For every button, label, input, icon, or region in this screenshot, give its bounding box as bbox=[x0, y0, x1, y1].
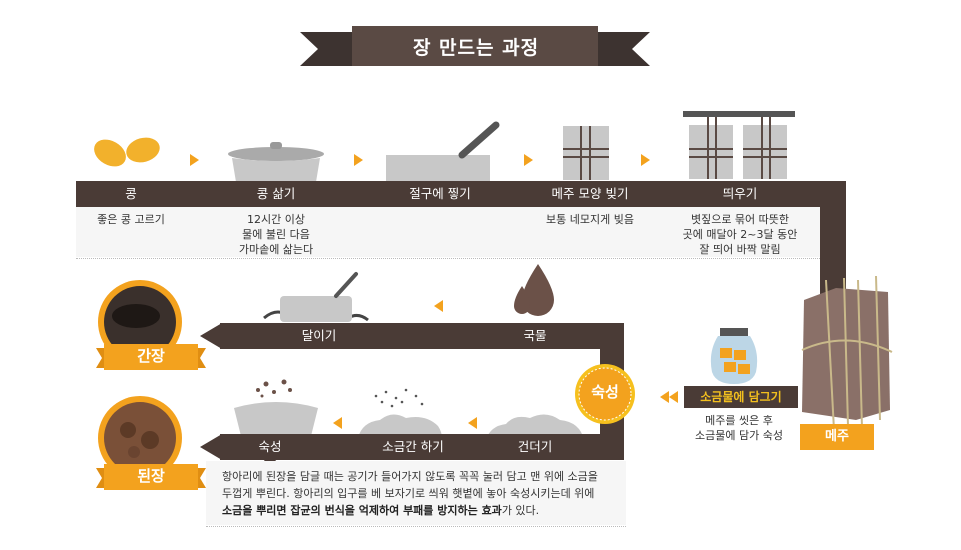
label-ribbon bbox=[96, 344, 206, 370]
band-arrow-head bbox=[200, 434, 222, 460]
beans-icon bbox=[94, 137, 160, 167]
step-label-ferment: 띄우기 bbox=[722, 186, 758, 201]
arrow-right-icon bbox=[641, 154, 650, 166]
label-ribbon bbox=[96, 464, 206, 490]
row1-desc-panel bbox=[76, 207, 820, 257]
step-label-solids: 건더기 bbox=[517, 439, 553, 454]
ripening-badge-label: 숙성 bbox=[591, 383, 619, 401]
jar-with-salt-icon bbox=[234, 379, 318, 440]
soybean-paste-label: 된장 bbox=[137, 467, 165, 485]
meju-block-icon bbox=[563, 126, 609, 180]
arrow-right-icon bbox=[190, 154, 199, 166]
step-desc: 보통 네모지게 빚음 bbox=[546, 213, 634, 226]
step-label-liquid: 국물 bbox=[523, 328, 547, 343]
arrow-right-icon bbox=[354, 154, 363, 166]
soy-sauce-label: 간장 bbox=[137, 347, 165, 365]
step-label-bean: 콩 bbox=[125, 186, 137, 201]
jar-icon bbox=[710, 328, 758, 384]
boiling-pot-icon bbox=[263, 272, 369, 322]
divider bbox=[76, 258, 820, 259]
salt-water-step-label: 소금물에 담그기 bbox=[684, 386, 798, 408]
note-panel bbox=[206, 461, 626, 525]
step-label-boil: 콩 삶기 bbox=[256, 186, 296, 201]
process-band-row3 bbox=[220, 434, 624, 460]
process-band-connector bbox=[820, 181, 846, 306]
step-label-ripen: 숙성 bbox=[258, 439, 282, 454]
double-arrow-left-icon bbox=[660, 389, 680, 405]
arrow-left-icon bbox=[333, 417, 342, 429]
title-ribbon bbox=[300, 26, 650, 66]
page-title: 장 만드는 과정 bbox=[412, 36, 540, 59]
step-label-shape: 메주 모양 빚기 bbox=[551, 186, 629, 201]
salted-mash-icon bbox=[358, 388, 442, 438]
process-band-row2 bbox=[220, 323, 624, 349]
meju-image bbox=[801, 275, 893, 430]
solids-icon bbox=[486, 414, 584, 440]
step-label-salting: 소금간 하기 bbox=[382, 439, 444, 454]
mortar-pestle-icon bbox=[386, 121, 500, 183]
soy-sauce-image bbox=[98, 280, 182, 364]
pot-icon bbox=[228, 142, 324, 182]
note-text: 항아리에 된장을 담글 때는 공기가 들어가지 않도록 꼭꼭 눌러 담고 맨 위… bbox=[222, 470, 598, 517]
soybean-paste-image bbox=[98, 396, 182, 480]
step-label-simmer: 달이기 bbox=[301, 328, 337, 343]
step-label-pound: 절구에 찧기 bbox=[409, 186, 471, 201]
meju-label: 메주 bbox=[800, 424, 874, 450]
liquid-drops-icon bbox=[514, 264, 554, 316]
process-band-row1 bbox=[76, 181, 846, 207]
band-arrow-head bbox=[200, 323, 222, 349]
ripening-badge bbox=[575, 364, 635, 424]
arrow-right-icon bbox=[524, 154, 533, 166]
hanging-meju-icon bbox=[683, 111, 795, 179]
arrow-left-icon bbox=[468, 417, 477, 429]
step-desc: 좋은 콩 고르기 bbox=[97, 213, 165, 226]
divider bbox=[206, 526, 626, 527]
arrow-left-icon bbox=[434, 300, 443, 312]
